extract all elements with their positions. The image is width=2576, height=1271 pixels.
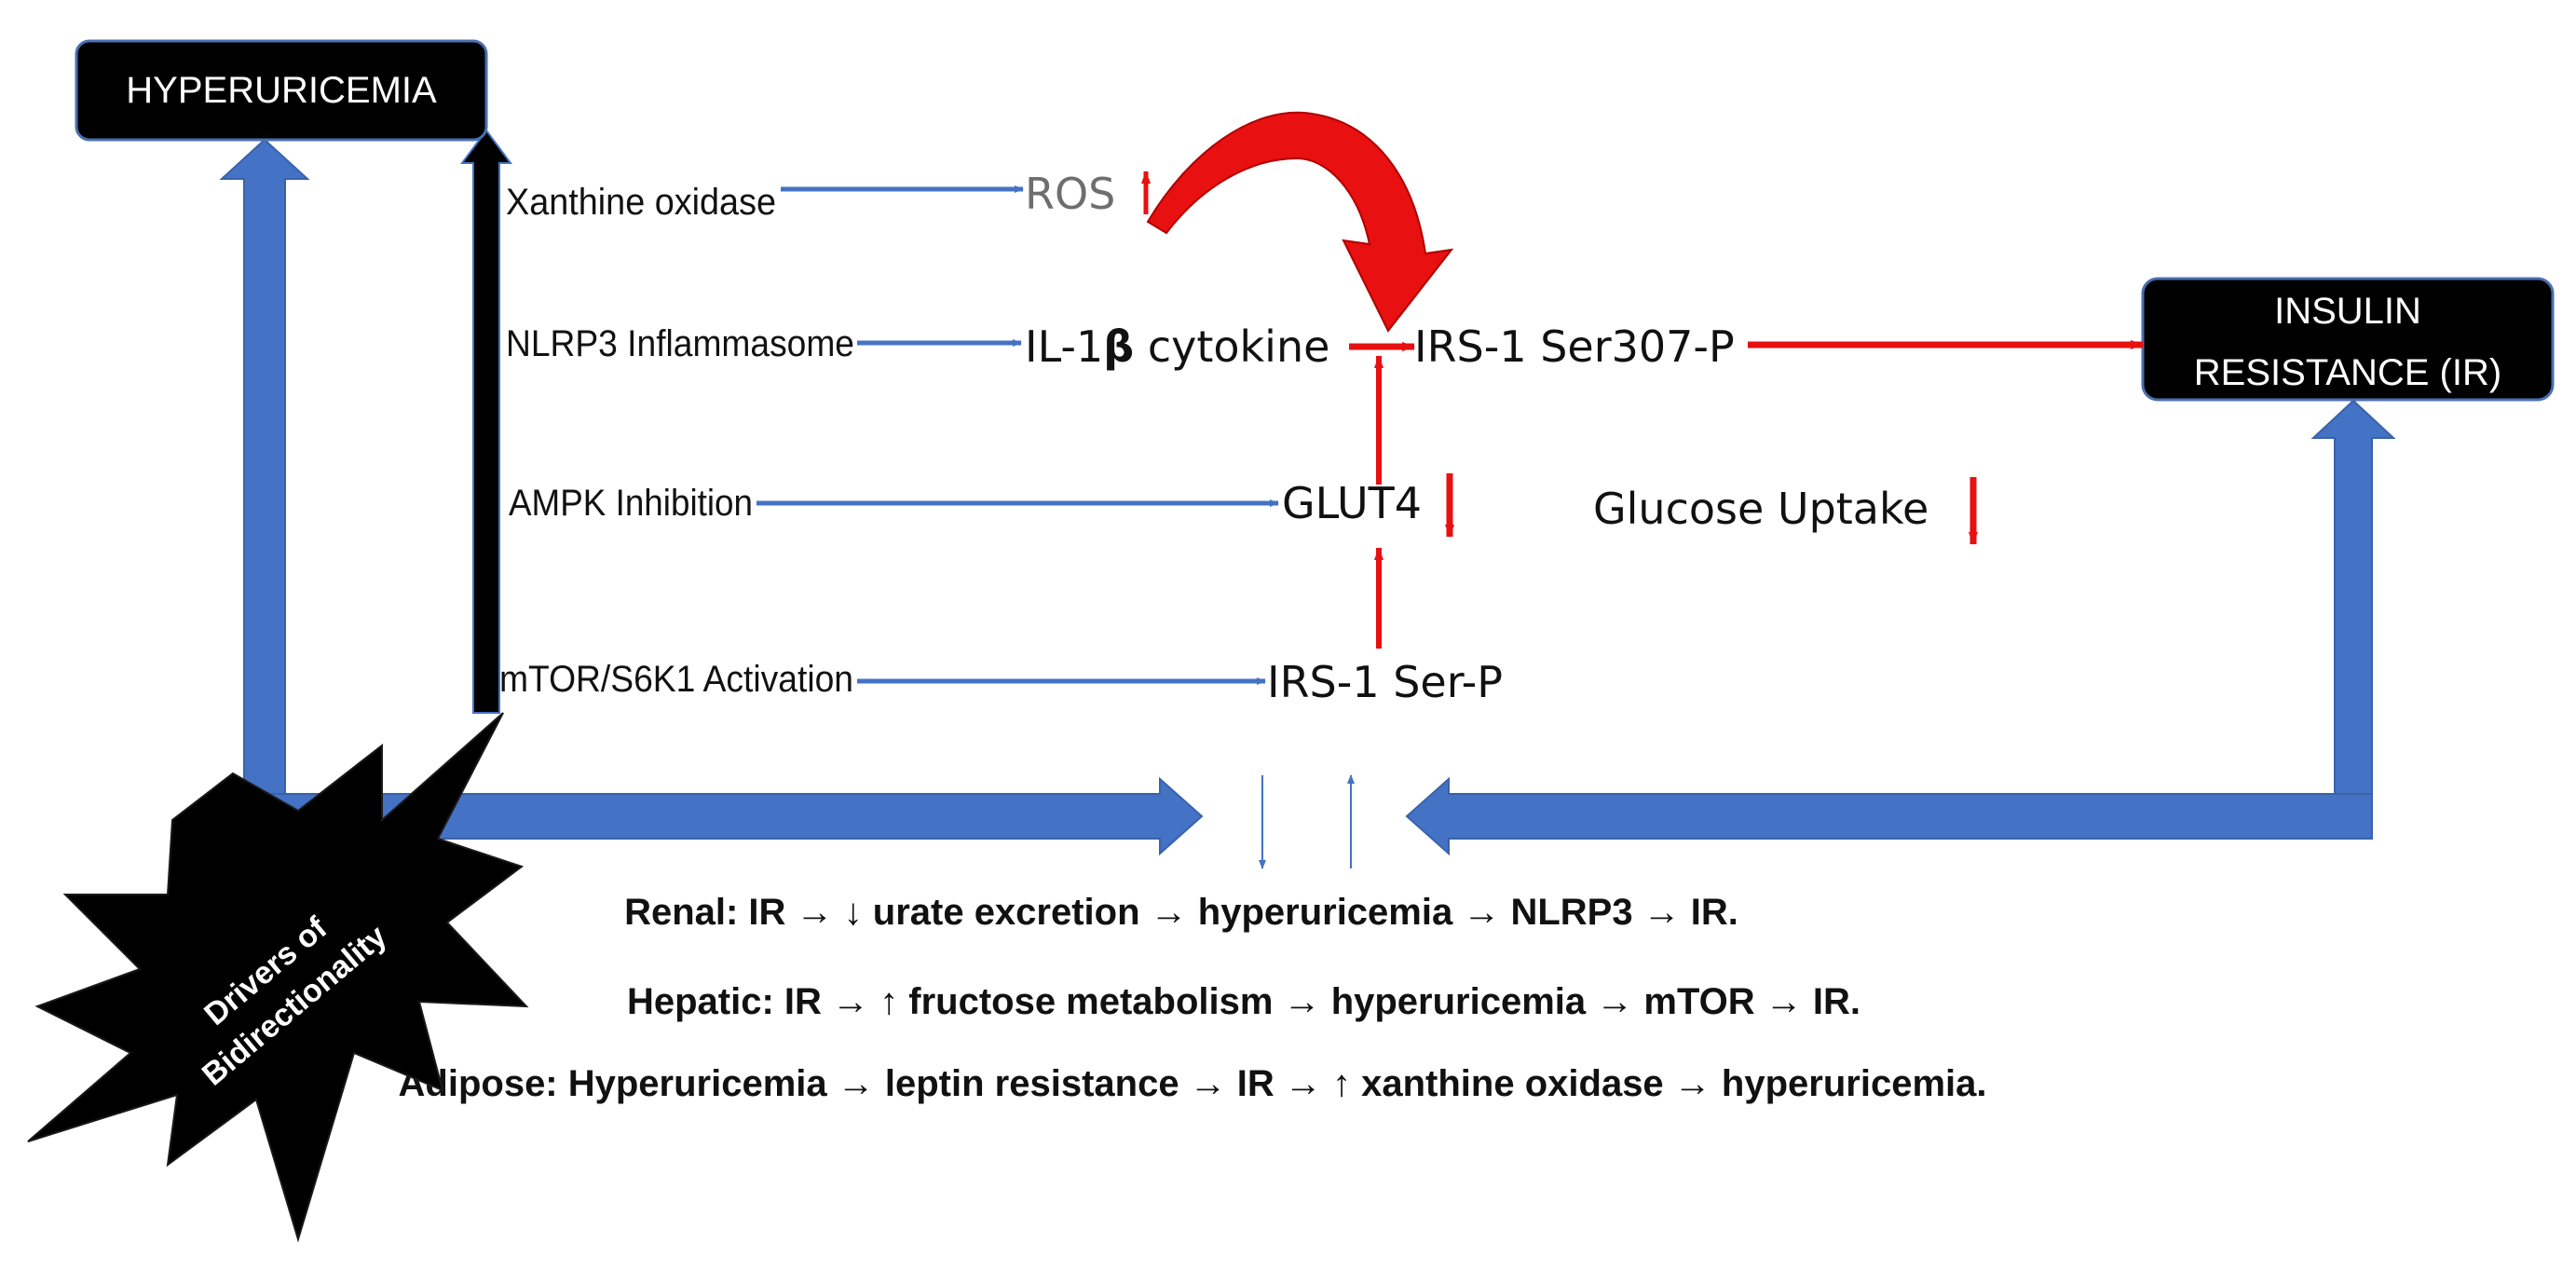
pathway-ampk: AMPK Inhibition	[509, 483, 753, 524]
hyperuricemia-box: HYPERURICEMIA	[75, 39, 488, 142]
irs1-ser307-label: IRS-1 Ser307-P	[1414, 321, 1735, 372]
ros-label: ROS	[1025, 169, 1115, 219]
pathway-mtor: mTOR/S6K1 Activation	[499, 659, 853, 700]
hyperuricemia-label: HYPERURICEMIA	[126, 70, 437, 111]
mechanism-renal: Renal: IR → ↓ urate excretion → hyperuri…	[624, 892, 1738, 933]
irs1-serp-label: IRS-1 Ser-P	[1267, 657, 1503, 707]
il1b-suffix: cytokine	[1134, 321, 1329, 372]
drivers-starburst: Drivers of Bidirectionality	[27, 712, 529, 1243]
il1b-prefix: IL-1	[1025, 321, 1103, 372]
il1b-beta: β	[1103, 321, 1134, 372]
insulin-resistance-label-line1: INSULIN	[2274, 291, 2421, 332]
loop-arrow-left-up	[219, 138, 310, 804]
mechanism-hepatic: Hepatic: IR → ↑ fructose metabolism → hy…	[627, 981, 1860, 1022]
insulin-resistance-box: INSULIN RESISTANCE (IR)	[2141, 277, 2555, 402]
glucose-uptake-label: Glucose Uptake	[1593, 484, 1929, 534]
loop-arrow-bottom-left	[1405, 776, 2373, 856]
black-up-arrow	[460, 129, 512, 714]
loop-arrow-right-up	[2310, 399, 2396, 833]
pathway-xanthine-oxidase: Xanthine oxidase	[506, 182, 776, 223]
mechanism-adipose: Adipose: Hyperuricemia → leptin resistan…	[399, 1063, 1987, 1104]
pathway-nlrp3: NLRP3 Inflammasome	[506, 323, 854, 364]
curved-ros-arrow	[1146, 111, 1454, 333]
insulin-resistance-label-line2: RESISTANCE (IR)	[2194, 352, 2501, 393]
il1b-cytokine-label: IL-1β cytokine	[1025, 321, 1329, 372]
glut4-label: GLUT4	[1282, 478, 1422, 528]
